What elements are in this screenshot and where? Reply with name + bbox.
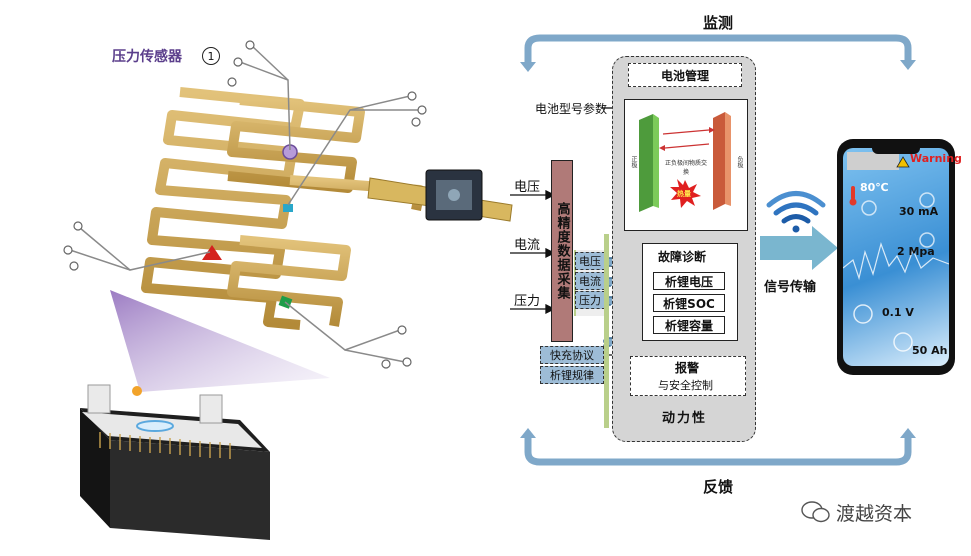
input-current-label: 电流 bbox=[514, 238, 541, 253]
phone-screen bbox=[843, 148, 949, 366]
phone-current: 30 mA bbox=[899, 205, 939, 218]
fault-item-capacity: 析锂容量 bbox=[653, 316, 725, 334]
mini-input-pressure: 压力 bbox=[575, 291, 605, 309]
projection-dot bbox=[132, 386, 142, 396]
wire-leads bbox=[69, 45, 420, 363]
cell-reaction-box: 正极 负极 正负极间物质交换 热量 bbox=[624, 99, 748, 231]
sensor-illustration bbox=[63, 40, 513, 540]
phone-voltage: 0.1 V bbox=[882, 306, 914, 319]
sensor-number-badge: 1 bbox=[202, 47, 220, 65]
mini-input-voltage: 电压 bbox=[575, 252, 605, 270]
sensor-marker-cyan bbox=[283, 204, 293, 212]
li-rule-box: 析锂规律 bbox=[540, 366, 604, 384]
phone-warning-text: Warning bbox=[910, 152, 962, 165]
chip bbox=[425, 169, 483, 221]
phone-capacity: 50 Ah bbox=[912, 344, 948, 357]
phone-pressure: 2 Mpa bbox=[897, 245, 935, 258]
alarm-subtitle: 与安全控制 bbox=[658, 379, 713, 392]
sensor-drawing bbox=[63, 40, 513, 540]
monitor-arrow bbox=[524, 34, 912, 68]
watermark-text: 渡越资本 bbox=[836, 503, 913, 525]
cell-right-electrode: 负极 bbox=[736, 156, 743, 168]
monitor-label: 监测 bbox=[703, 14, 734, 32]
dynamics-label: 动力性 bbox=[662, 411, 708, 426]
battery-cell bbox=[80, 384, 270, 540]
mini-input-current: 电流 bbox=[575, 272, 605, 290]
battery-model-param-label: 电池型号参数 bbox=[535, 102, 608, 116]
fault-item-voltage: 析锂电压 bbox=[653, 272, 725, 290]
cell-reaction-drawing bbox=[639, 112, 731, 212]
feedback-arrow bbox=[524, 434, 912, 466]
green-strip bbox=[604, 234, 609, 428]
acquisition-block: 高精度数据采集 bbox=[551, 160, 573, 342]
cell-heat-label: 热量 bbox=[677, 190, 691, 198]
cell-middle-text: 正负极间物质交换 bbox=[665, 160, 708, 176]
phone-temperature: 80℃ bbox=[860, 181, 889, 194]
battery-leads bbox=[99, 432, 231, 459]
input-pressure-label: 压力 bbox=[514, 294, 541, 309]
projection-beam bbox=[110, 290, 330, 392]
signal-arrow bbox=[760, 226, 838, 270]
fault-diagnosis-title: 故障诊断 bbox=[658, 250, 707, 264]
fast-charge-box: 快充协议 bbox=[540, 346, 604, 364]
alarm-title: 报警 bbox=[675, 361, 700, 375]
phone-screen-graphics bbox=[843, 152, 949, 352]
ribbon-cable bbox=[367, 177, 513, 222]
phone-notch bbox=[872, 146, 920, 154]
cell-left-electrode: 正极 bbox=[630, 156, 637, 168]
signal-transmission-label: 信号传输 bbox=[764, 280, 817, 295]
input-voltage-label: 电压 bbox=[514, 180, 541, 195]
battery-management-box: 电池管理 bbox=[628, 63, 742, 87]
wifi-icon bbox=[766, 191, 826, 233]
feedback-label: 反馈 bbox=[703, 478, 734, 496]
sensor-label: 压力传感器 bbox=[112, 49, 182, 65]
wechat-icon bbox=[801, 501, 830, 523]
fault-item-soc: 析锂SOC bbox=[653, 294, 725, 312]
alarm-box bbox=[630, 356, 746, 396]
sensor-marker-red bbox=[202, 245, 222, 260]
